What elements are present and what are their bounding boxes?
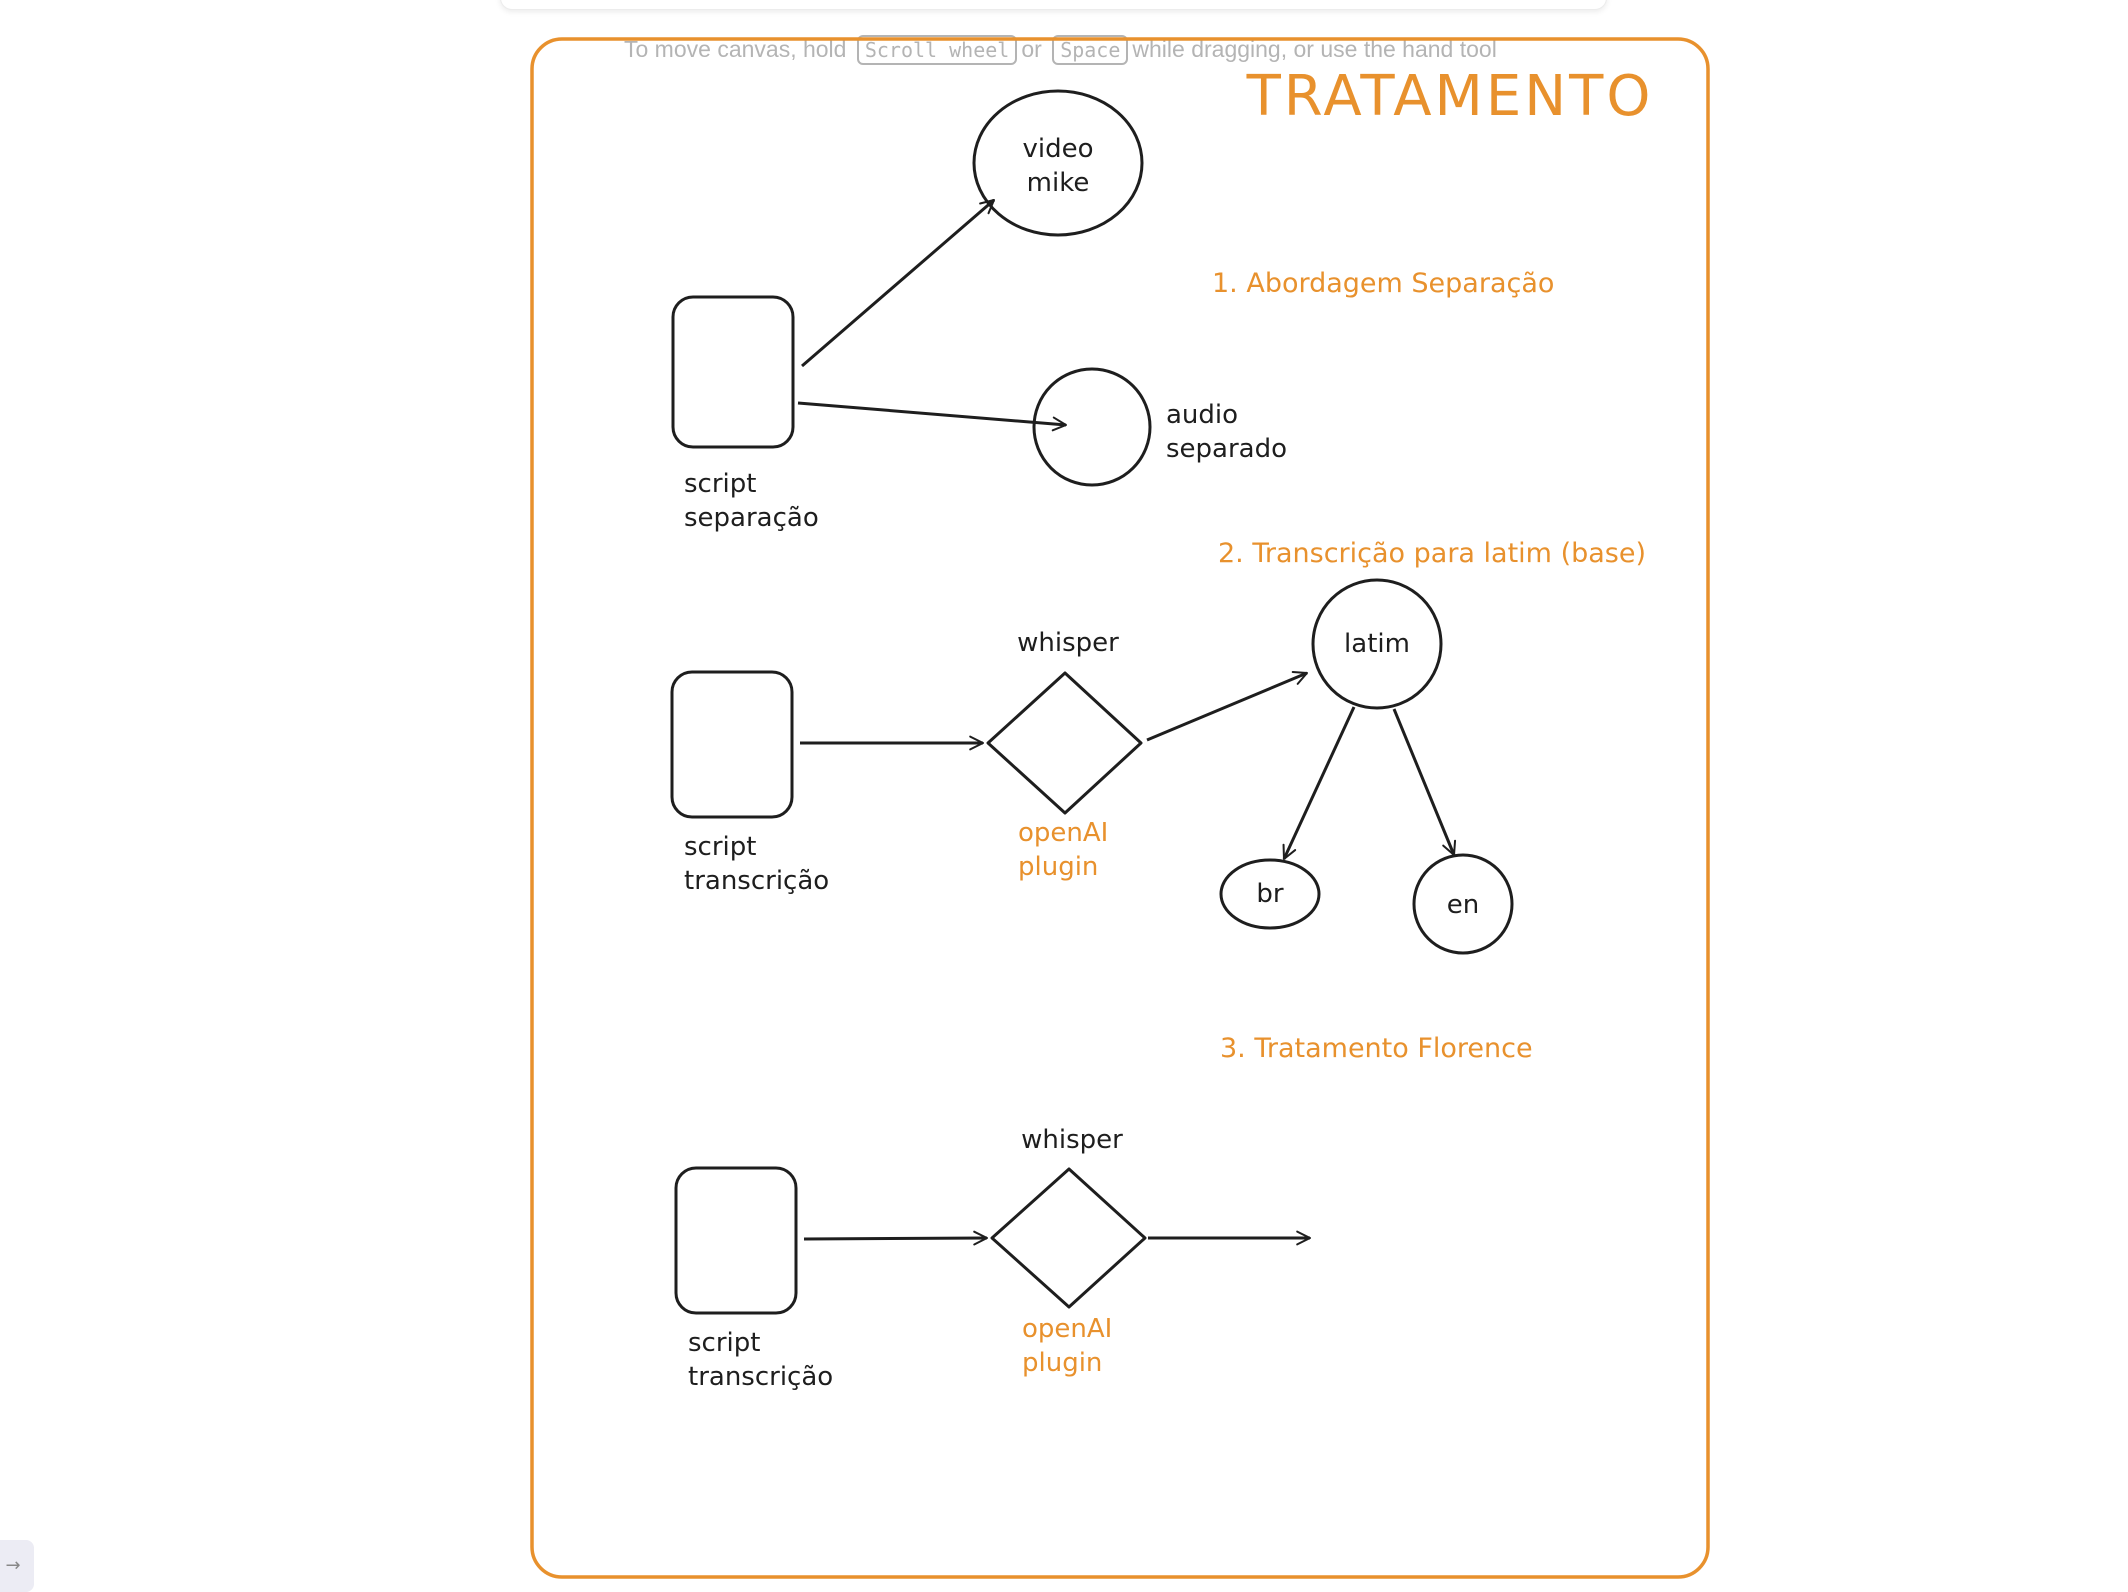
arrow-latim-to-br[interactable] bbox=[1282, 706, 1356, 860]
frame-border[interactable] bbox=[530, 37, 1710, 1579]
audio-label-line1: audio bbox=[1166, 400, 1238, 430]
script-transcricao-box-2[interactable] bbox=[674, 1166, 798, 1315]
script-separacao-label-line2: separação bbox=[684, 503, 819, 533]
en-node[interactable] bbox=[1412, 853, 1514, 955]
arrow-script-to-video[interactable] bbox=[801, 198, 995, 368]
en-label: en bbox=[1447, 890, 1479, 920]
section-3-heading[interactable]: 3. Tratamento Florence bbox=[1220, 1033, 1533, 1064]
audio-label-line2: separado bbox=[1166, 434, 1287, 464]
hint-key-space: Space bbox=[1052, 35, 1129, 65]
arrow-script-to-whisper-2[interactable] bbox=[803, 1230, 988, 1246]
whisper-label-2: whisper bbox=[1021, 1125, 1123, 1155]
br-label: br bbox=[1256, 879, 1284, 909]
whisper-decision-1[interactable] bbox=[986, 671, 1143, 815]
openai-plugin-1-line1: openAI bbox=[1018, 818, 1108, 848]
whisper-decision-2[interactable] bbox=[990, 1167, 1147, 1309]
audio-separado-node[interactable] bbox=[1032, 367, 1152, 487]
script-separacao-label-line1: script bbox=[684, 469, 756, 499]
video-label-line2: mike bbox=[1027, 168, 1090, 198]
script-transcricao-1-label-line2: transcrição bbox=[684, 866, 829, 896]
openai-plugin-2-line1: openAI bbox=[1022, 1314, 1112, 1344]
arrow-right-icon: → bbox=[5, 1555, 21, 1576]
video-mike-node[interactable] bbox=[972, 89, 1144, 237]
section-1-heading[interactable]: 1. Abordagem Separação bbox=[1212, 268, 1554, 299]
latim-node[interactable] bbox=[1311, 578, 1443, 710]
hint-middle: or bbox=[1021, 36, 1042, 62]
arrow-latim-to-en[interactable] bbox=[1392, 708, 1457, 856]
script-separacao-box[interactable] bbox=[671, 295, 795, 449]
script-transcricao-1-label-line1: script bbox=[684, 832, 756, 862]
sidebar-toggle-button[interactable]: → bbox=[0, 1540, 34, 1592]
br-node[interactable] bbox=[1219, 858, 1321, 930]
whisper-label-1: whisper bbox=[1017, 628, 1119, 658]
frame-title[interactable]: TRATAMENTO bbox=[1246, 64, 1654, 129]
openai-plugin-2-line2: plugin bbox=[1022, 1348, 1102, 1378]
script-transcricao-2-label-line1: script bbox=[688, 1328, 760, 1358]
script-transcricao-box-1[interactable] bbox=[670, 670, 794, 819]
section-2-heading[interactable]: 2. Transcrição para latim (base) bbox=[1218, 538, 1646, 569]
openai-plugin-1-line2: plugin bbox=[1018, 852, 1098, 882]
hint-key-scroll-wheel: Scroll wheel bbox=[856, 35, 1018, 65]
latim-label: latim bbox=[1344, 629, 1410, 659]
arrow-script-to-audio[interactable] bbox=[797, 401, 1067, 432]
script-transcricao-2-label-line2: transcrição bbox=[688, 1362, 833, 1392]
arrow-whisper-to-latim[interactable] bbox=[1146, 671, 1308, 742]
video-label-line1: video bbox=[1022, 134, 1093, 164]
